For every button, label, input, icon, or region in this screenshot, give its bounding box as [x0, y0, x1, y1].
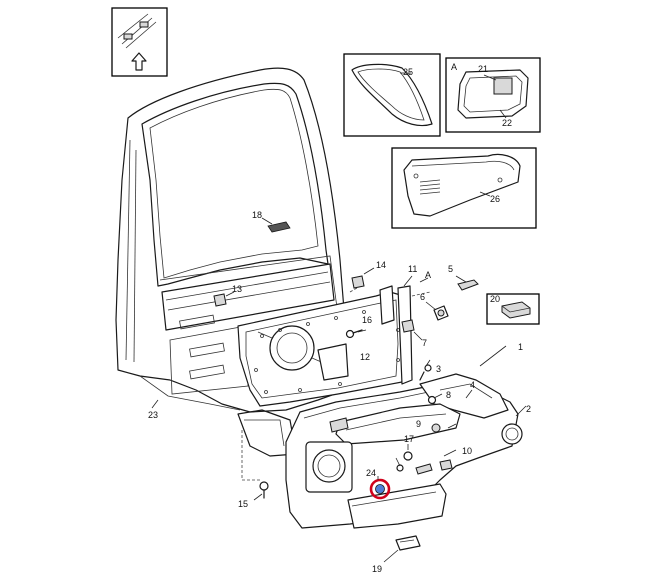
callout-11: 11: [408, 264, 417, 274]
callout-23: 23: [148, 410, 158, 420]
screw-9: [395, 457, 404, 472]
callout-16: 16: [362, 315, 372, 325]
clip-14: [351, 267, 375, 289]
callout-18: 18: [252, 210, 262, 220]
screw-3: [419, 359, 432, 381]
callout-10: 10: [462, 446, 472, 456]
orientation-arrow-icon: [131, 52, 147, 71]
callout-25: 25: [403, 67, 413, 77]
callout-8: 8: [446, 390, 451, 400]
handle-19: [383, 535, 421, 563]
callout-a-inset: A: [451, 62, 457, 72]
inset-trim-cover-26: [391, 147, 537, 229]
callout-21: 21: [478, 64, 488, 74]
highlight-ring-icon: [369, 476, 391, 500]
callout-20: 20: [490, 294, 500, 304]
callout-14: 14: [376, 260, 386, 270]
callout-9: 9: [416, 419, 421, 429]
callout-15: 15: [238, 499, 248, 509]
clip-18: [261, 217, 291, 233]
callout-2: 2: [526, 404, 531, 414]
callout-24: 24: [366, 468, 376, 478]
screw-16: [345, 329, 367, 339]
inset-a-bracket: [445, 57, 541, 133]
callout-labels: 25 A 21 22 26 18 14 11 A 5 13 6 20 16 7 …: [148, 62, 531, 574]
assembly-lines: [241, 283, 431, 481]
callout-22: 22: [502, 118, 512, 128]
callout-4: 4: [470, 380, 475, 390]
callout-6: 6: [420, 292, 425, 302]
callout-1: 1: [518, 342, 523, 352]
inset-seal-25: [343, 53, 441, 137]
inset-switch-20: [486, 293, 540, 325]
callout-5: 5: [448, 264, 453, 274]
bolt-15: [253, 481, 269, 501]
callout-13: 13: [232, 284, 242, 294]
callout-3: 3: [436, 364, 441, 374]
cap-5: [455, 275, 479, 291]
callout-12: 12: [360, 352, 370, 362]
callout-26: 26: [490, 194, 500, 204]
callout-a: A: [425, 270, 431, 280]
clip-8: [427, 393, 443, 405]
door-trim-panel: [285, 345, 527, 529]
callout-7: 7: [422, 338, 427, 348]
orientation-inset: [111, 7, 168, 77]
carrier-panel: [237, 275, 429, 407]
door-frame: [115, 67, 347, 457]
callout-17: 17: [404, 434, 414, 444]
clip-17: [403, 444, 413, 461]
callout-19: 19: [372, 564, 382, 574]
clip-13: [213, 291, 235, 307]
fastener-6: [425, 301, 449, 321]
clip-7: [401, 319, 423, 341]
